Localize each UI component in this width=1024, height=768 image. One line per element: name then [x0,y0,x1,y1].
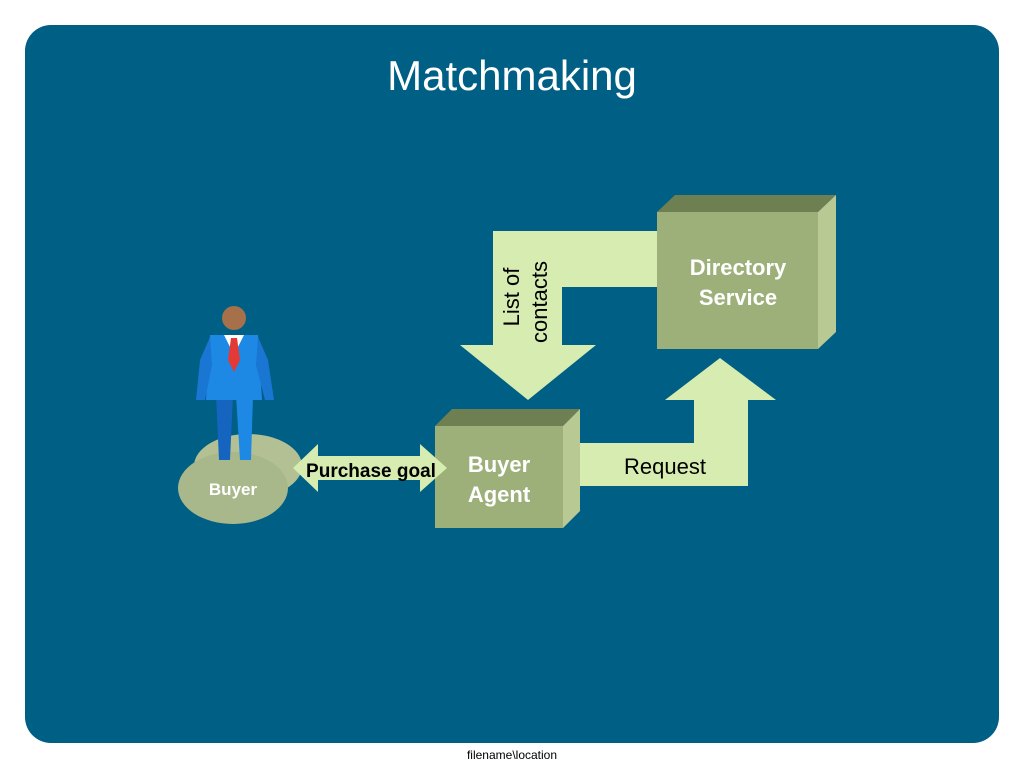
list-of-contacts-label-line1: List of [499,267,524,327]
buyer-agent-label-line2: Agent [468,482,531,507]
buyer-agent-box: Buyer Agent [435,409,580,528]
list-of-contacts-arrow [460,231,660,400]
request-arrow [576,358,776,486]
directory-service-label-line2: Service [699,285,777,310]
directory-service-label-line1: Directory [690,255,787,280]
buyer-label: Buyer [209,480,258,499]
purchase-goal-label: Purchase goal [306,461,436,482]
purchase-goal-arrow [293,444,447,492]
footer-text: filename\location [466,748,558,762]
slide-title: Matchmaking [387,52,637,99]
buyer-pedestal: Buyer [178,434,302,524]
request-label: Request [624,454,706,479]
buyer-agent-label-line1: Buyer [468,452,531,477]
businessman-icon [196,306,274,460]
list-of-contacts-label-line2: contacts [527,261,552,343]
directory-service-box: Directory Service [657,195,836,349]
